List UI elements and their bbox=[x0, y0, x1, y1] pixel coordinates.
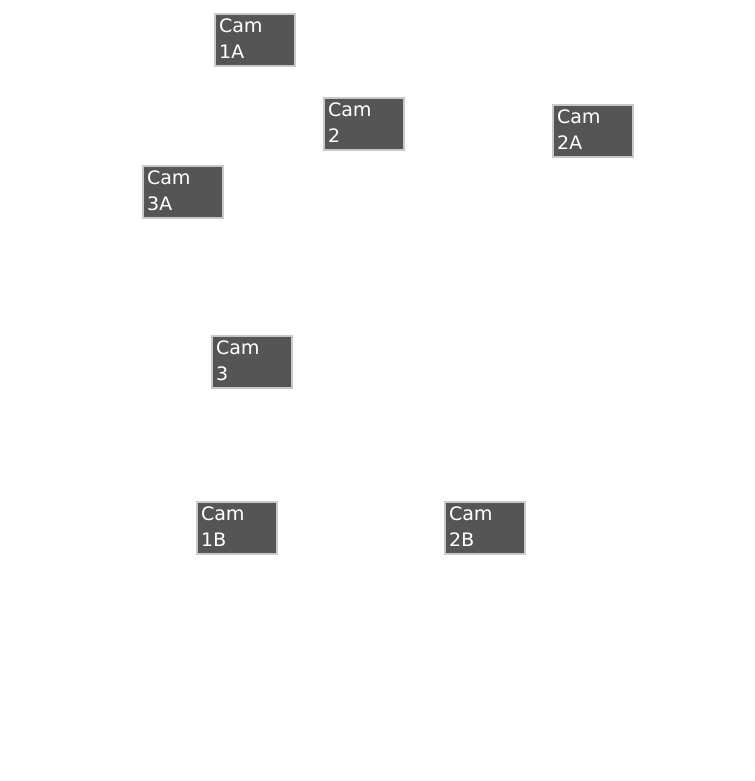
camera-label-line1: Cam bbox=[147, 167, 191, 189]
camera-box-3a[interactable]: Cam 3A bbox=[142, 165, 224, 219]
camera-box-2[interactable]: Cam 2 bbox=[323, 97, 405, 151]
camera-box-2b[interactable]: Cam 2B bbox=[444, 501, 526, 555]
camera-label-line2: 2A bbox=[557, 132, 583, 154]
camera-label-line1: Cam bbox=[449, 503, 493, 525]
camera-label-line2: 1A bbox=[219, 41, 245, 63]
camera-label-line2: 3 bbox=[216, 363, 229, 385]
camera-label-line2: 3A bbox=[147, 193, 173, 215]
camera-box-3[interactable]: Cam 3 bbox=[211, 335, 293, 389]
camera-box-2a[interactable]: Cam 2A bbox=[552, 104, 634, 158]
camera-label-line1: Cam bbox=[216, 337, 260, 359]
camera-label-line2: 2B bbox=[449, 529, 475, 551]
camera-label-line2: 1B bbox=[201, 529, 227, 551]
camera-label-line1: Cam bbox=[328, 99, 372, 121]
camera-box-1a[interactable]: Cam 1A bbox=[214, 13, 296, 67]
camera-label-line1: Cam bbox=[219, 15, 263, 37]
camera-label-line1: Cam bbox=[557, 106, 601, 128]
camera-label-line1: Cam bbox=[201, 503, 245, 525]
camera-box-1b[interactable]: Cam 1B bbox=[196, 501, 278, 555]
camera-label-line2: 2 bbox=[328, 125, 341, 147]
